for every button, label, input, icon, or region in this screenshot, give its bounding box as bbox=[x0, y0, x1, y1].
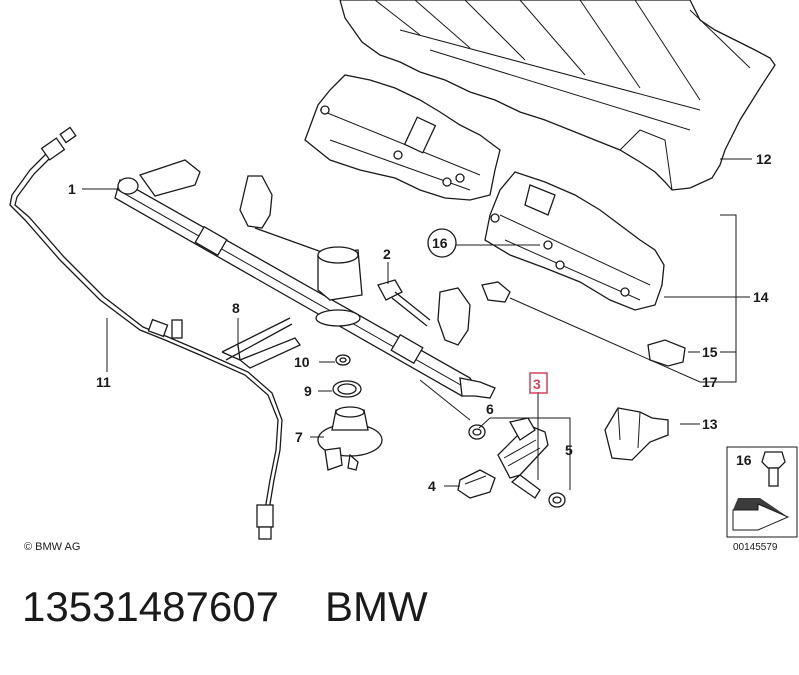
caption: 13531487607 BMW bbox=[22, 583, 428, 631]
arrow-icon bbox=[732, 498, 790, 531]
callout-10: 10 bbox=[294, 354, 310, 370]
upper-injector-cover bbox=[304, 74, 501, 201]
cable-clip-part bbox=[481, 281, 511, 303]
copyright-text: © BMW AG bbox=[24, 541, 81, 553]
reference-box: 16 bbox=[726, 446, 798, 538]
part-number: 13531487607 bbox=[22, 583, 279, 630]
reference-callout-16: 16 bbox=[736, 452, 752, 468]
callout-8: 8 bbox=[232, 300, 240, 316]
bolt-part bbox=[377, 279, 431, 327]
clip-small-part bbox=[647, 339, 686, 367]
callout-16: 16 bbox=[432, 235, 448, 251]
injector-cover-part bbox=[484, 171, 665, 311]
fuel-rail-part bbox=[114, 159, 496, 399]
leader-lines bbox=[82, 158, 752, 490]
callout-16-circle bbox=[427, 228, 457, 258]
callout-2: 2 bbox=[383, 246, 391, 262]
callout-4: 4 bbox=[428, 478, 436, 494]
callout-12: 12 bbox=[756, 151, 772, 167]
bolt-icon bbox=[761, 451, 786, 487]
clip-part bbox=[221, 317, 301, 369]
diagram-code: 00145579 bbox=[733, 542, 778, 553]
engine-cover-part bbox=[339, 0, 776, 191]
callout-6: 6 bbox=[486, 401, 494, 417]
seal-part bbox=[468, 424, 566, 508]
bracket-part bbox=[604, 407, 669, 461]
brand-name: BMW bbox=[324, 583, 428, 630]
callout-11: 11 bbox=[96, 374, 111, 390]
injector-part bbox=[497, 417, 549, 499]
retaining-clip-part bbox=[457, 469, 496, 499]
callout-17: 17 bbox=[702, 374, 718, 390]
callout-7: 7 bbox=[295, 429, 303, 445]
washer-part bbox=[335, 354, 351, 366]
callout-5: 5 bbox=[565, 442, 573, 458]
pressure-regulator-part bbox=[317, 406, 383, 471]
callout-3-highlight bbox=[529, 372, 548, 394]
callout-9: 9 bbox=[304, 383, 312, 399]
callout-14: 14 bbox=[753, 289, 769, 305]
o-ring-part bbox=[332, 380, 362, 398]
callout-1: 1 bbox=[68, 181, 76, 197]
callout-13: 13 bbox=[702, 416, 718, 432]
fuel-line-part bbox=[9, 126, 283, 540]
callout-3: 3 bbox=[533, 376, 541, 392]
callout-15: 15 bbox=[702, 344, 718, 360]
